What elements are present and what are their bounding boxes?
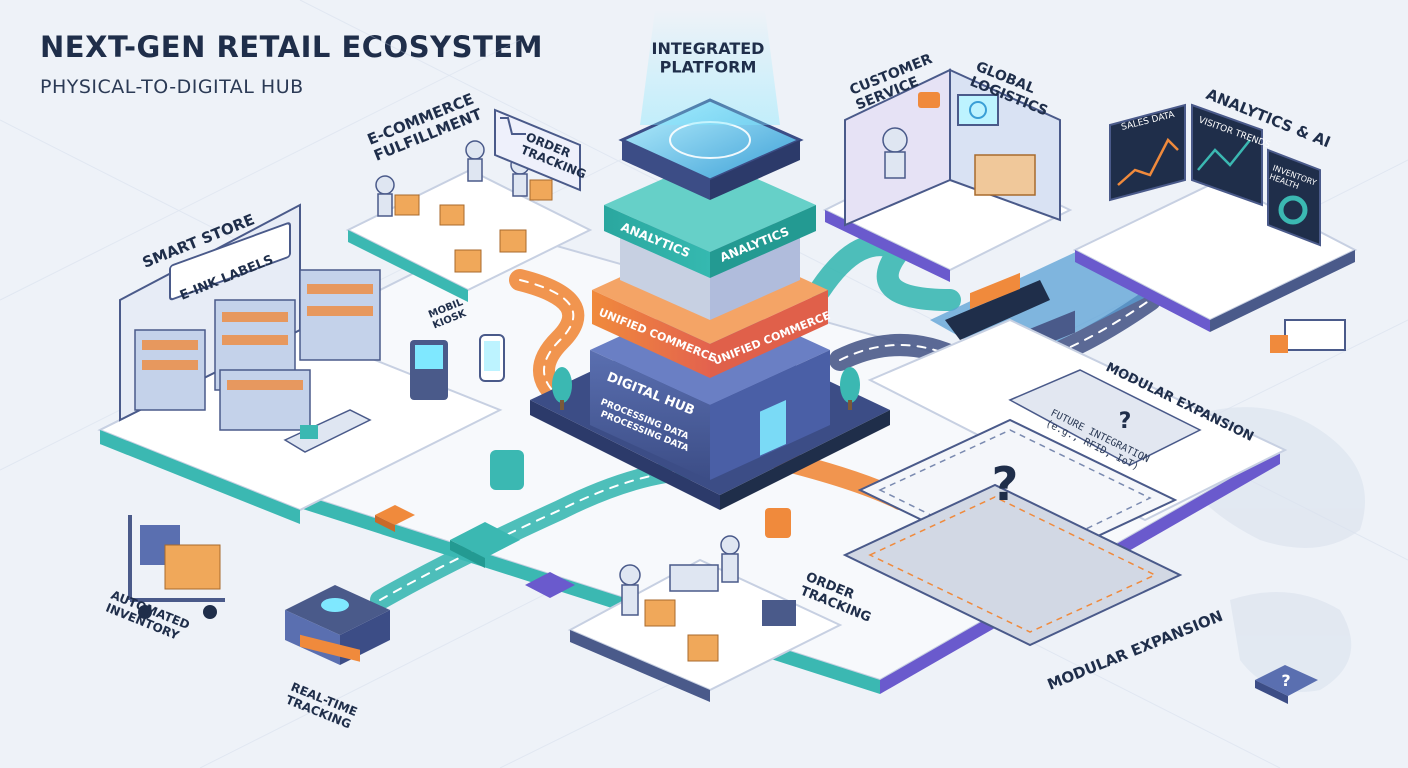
- shelf-products: [142, 284, 373, 390]
- phone-icon: [479, 334, 505, 382]
- analytics-ai-module[interactable]: [1072, 103, 1358, 332]
- ecommerce-module[interactable]: [345, 140, 593, 302]
- order-tracking-pod[interactable]: [567, 508, 843, 702]
- automated-inventory-cart: [128, 515, 225, 619]
- page-subtitle: PHYSICAL-TO-DIGITAL HUB: [40, 76, 304, 98]
- question-icon: ?: [992, 457, 1019, 511]
- question-badge-label: ?: [1281, 671, 1290, 690]
- monitor-icon: [957, 94, 999, 126]
- globe-icon: [969, 101, 987, 119]
- modular-expansion-module[interactable]: [842, 318, 1288, 647]
- box-icon: [394, 179, 553, 273]
- chart-icon: [1117, 137, 1179, 186]
- digital-hub-tower[interactable]: [530, 10, 890, 510]
- question-small-icon: ?: [1119, 409, 1132, 434]
- order-tracking-sign: [494, 108, 581, 192]
- path-tiles: [375, 450, 575, 598]
- automated-inventory-label: AUTOMATEDINVENTORY: [104, 588, 192, 645]
- robot-icon: [375, 140, 530, 217]
- chat-icon: [918, 92, 940, 108]
- cart-icon: [500, 117, 526, 135]
- customer-service-module[interactable]: [822, 68, 1073, 282]
- page-title: NEXT-GEN RETAIL ECOSYSTEM: [40, 30, 543, 64]
- kiosk-icon: [410, 340, 448, 400]
- real-time-tracking-label: REAL-TIMETRACKING: [284, 680, 360, 732]
- question-badge[interactable]: [1255, 665, 1318, 704]
- tree-icon: [552, 367, 860, 410]
- smart-store-module[interactable]: [97, 203, 503, 524]
- ship-icon: [945, 272, 1050, 340]
- checkout-counter: [283, 409, 372, 453]
- real-time-tracking-device: [285, 585, 390, 665]
